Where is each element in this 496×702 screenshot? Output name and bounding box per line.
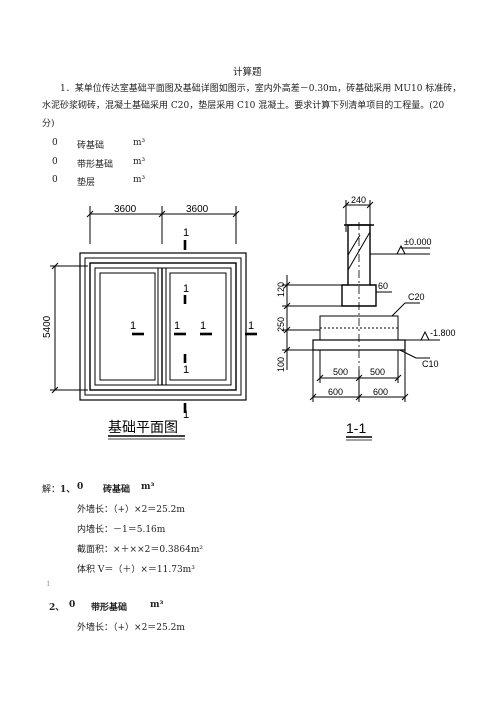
solution-2-number: 2、 <box>49 603 65 613</box>
solution-1-line-3: 截面积：×＋××2＝0.3864m² <box>77 545 203 555</box>
section-mark-top: 1 <box>183 227 189 239</box>
detail-label-c20: C20 <box>408 292 425 302</box>
detail-dim-250: 250 <box>276 317 286 332</box>
solution-1-line-1: 外墙长：（+）×2＝25.2m <box>77 505 185 515</box>
solution-prefix: 解： <box>42 485 61 495</box>
solution-2-line-1: 外墙长：（+）×2＝25.2m <box>77 623 185 633</box>
detail-dim-120: 120 <box>276 282 286 297</box>
item-2-code: 0 <box>52 157 58 167</box>
item-3-code: 0 <box>52 175 58 185</box>
detail-dim-600-right: 600 <box>373 387 388 397</box>
plan-caption: 基础平面图 <box>108 419 178 435</box>
margin-mark: I <box>47 581 50 588</box>
question-line-2: 水泥砂浆砌砖，混凝土基础采用 C20，垫层采用 C10 混凝土。要求计算下列清单… <box>42 101 445 111</box>
item-2-name: 带形基础 <box>77 160 114 170</box>
section-mark-left: 1 <box>130 320 136 332</box>
plan-dim-5400: 5400 <box>42 315 53 338</box>
section-mark-mid1: 1 <box>174 320 180 332</box>
detail-dim-600-left: 600 <box>328 387 343 397</box>
detail-elev-0: ±0.000 <box>404 237 431 247</box>
section-mark-lower: 1 <box>183 364 189 376</box>
plan-dim-3600-left: 3600 <box>114 204 137 215</box>
detail-dim-500-right: 500 <box>370 367 385 377</box>
detail-caption: 1-1 <box>346 420 366 436</box>
section-mark-bottom: 1 <box>183 409 189 421</box>
solution-1-code: 0 <box>77 482 84 492</box>
detail-dim-100: 100 <box>276 357 286 372</box>
section-mark-upper: 1 <box>183 283 189 295</box>
question-line-1: 1．某单位传达室基础平面图及基础详图如图示，室内外高差－0.30m，砖基础采用 … <box>60 84 462 94</box>
section-mark-right: 1 <box>248 320 254 332</box>
item-1-name: 砖基础 <box>77 141 105 151</box>
detail-dim-60: 60 <box>378 281 388 291</box>
item-3-name: 垫层 <box>77 178 96 188</box>
solution-1-name: 砖基础 <box>103 485 131 495</box>
detail-dim-240: 240 <box>351 195 366 205</box>
detail-elev-neg: -1.800 <box>430 328 456 338</box>
detail-label-c10: C10 <box>422 359 439 369</box>
plan-dim-3600-right: 3600 <box>186 204 209 215</box>
item-1-unit: m³ <box>133 138 146 148</box>
item-2-unit: m³ <box>133 157 146 167</box>
solution-1-unit: m³ <box>141 482 155 492</box>
item-3-unit: m³ <box>133 175 146 185</box>
section-mark-mid2: 1 <box>200 320 206 332</box>
solution-1-number: 1、 <box>60 485 76 495</box>
doc-title: 计算题 <box>233 67 262 78</box>
solution-2-code: 0 <box>69 600 76 610</box>
foundation-plan <box>50 206 257 413</box>
solution-2-unit: m³ <box>150 600 164 610</box>
question-line-3: 分) <box>42 119 55 129</box>
detail-dim-500-left: 500 <box>333 367 348 377</box>
solution-2-name: 带形基础 <box>91 603 128 613</box>
item-1-code: 0 <box>52 138 58 148</box>
solution-1-line-4: 体积 V＝（＋）×＝11.73m³ <box>77 565 195 575</box>
solution-1-line-2: 内墙长：－1＝5.16m <box>77 525 166 535</box>
section-1-1 <box>282 200 440 402</box>
